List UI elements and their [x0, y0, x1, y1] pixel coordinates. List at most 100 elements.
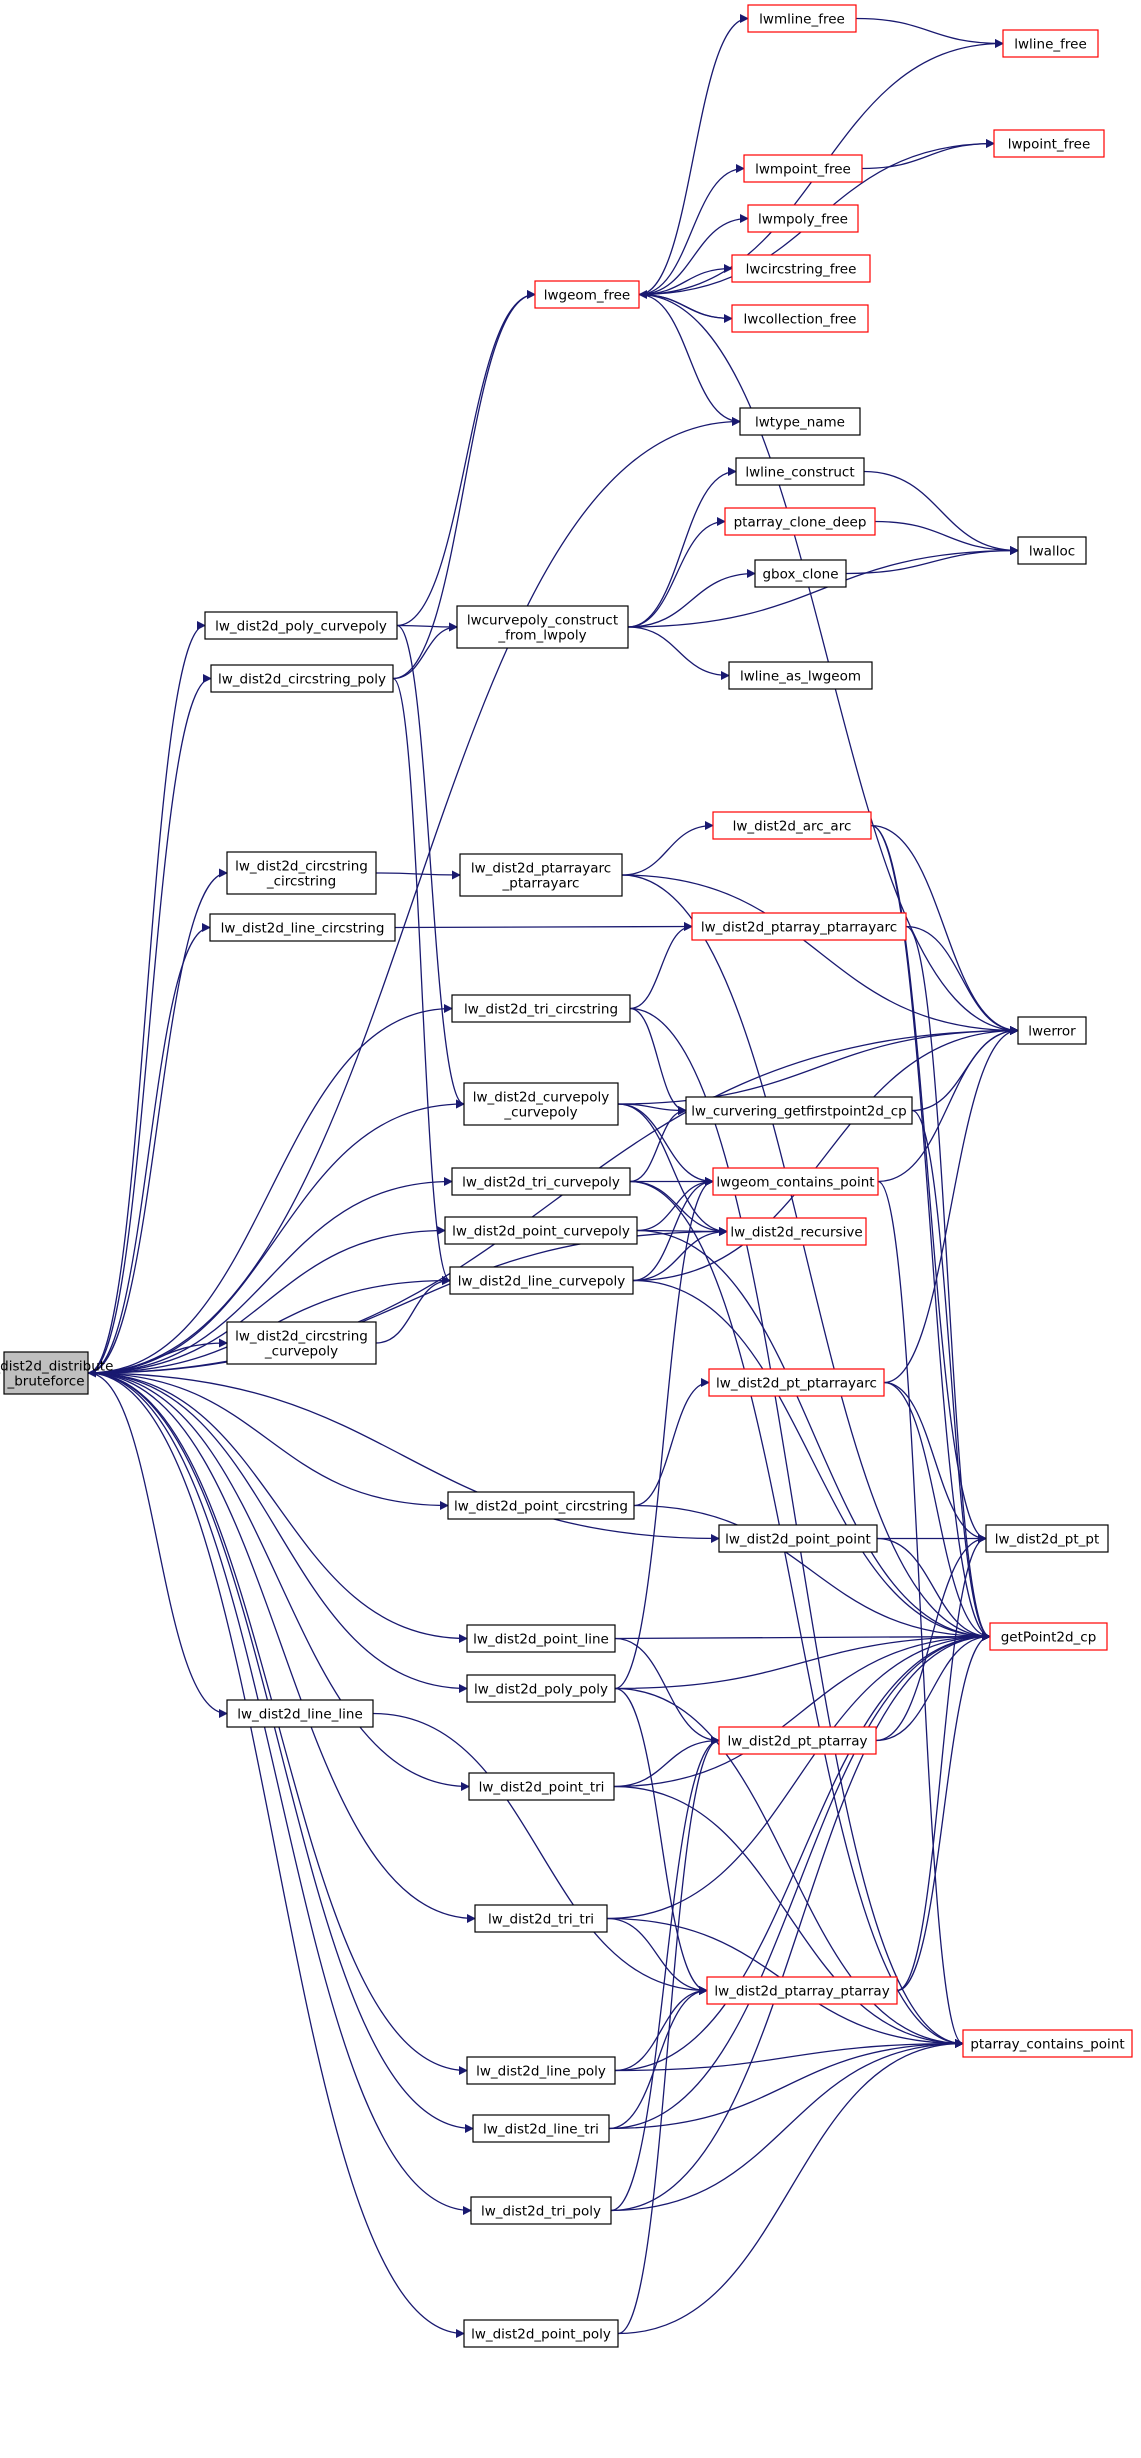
- node-label: lw_dist2d_ptarray_ptarray: [714, 1984, 889, 2000]
- node-label: _bruteforce: [6, 1374, 84, 1390]
- edge-lw_dist2d_ptarrayarc_ptarrayarc-to-lwerror: [621, 874, 1019, 1035]
- edge-lw_dist2d_circstring_poly-to-lw_dist2d_line_curvepoly: [392, 677, 451, 1285]
- node-lw_dist2d_ptarray_ptarray[interactable]: lw_dist2d_ptarray_ptarray: [706, 1976, 898, 2005]
- node-lw_dist2d_pt_ptarray[interactable]: lw_dist2d_pt_ptarray: [718, 1726, 877, 1755]
- node-lwgeom_free[interactable]: lwgeom_free: [534, 280, 640, 309]
- node-lw_dist2d_pt_pt[interactable]: lw_dist2d_pt_pt: [985, 1524, 1109, 1553]
- edge-lw_dist2d_poly_poly-to-lwgeom_contains_point: [614, 1177, 714, 1690]
- node-box: [726, 1217, 867, 1246]
- node-lwcircstring_free[interactable]: lwcircstring_free: [731, 254, 871, 283]
- node-getPoint2d_cp[interactable]: getPoint2d_cp: [989, 1622, 1108, 1651]
- node-lwmline_free[interactable]: lwmline_free: [747, 4, 857, 33]
- node-box: [754, 559, 847, 588]
- edge-lw_dist2d_tri_circstring-to-lw_dist2d_ptarray_ptarrayarc: [629, 922, 693, 1010]
- node-label: lw_dist2d_point_tri: [479, 1780, 605, 1796]
- node-lwtype_name[interactable]: lwtype_name: [739, 407, 861, 436]
- node-box: [470, 2196, 612, 2225]
- node-lwmpoint_free[interactable]: lwmpoint_free: [743, 154, 863, 183]
- node-label: lw_dist2d_tri_poly: [481, 2204, 601, 2220]
- node-lw_dist2d_line_curvepoly[interactable]: lw_dist2d_line_curvepoly: [449, 1266, 634, 1295]
- node-lwalloc[interactable]: lwalloc: [1017, 536, 1087, 565]
- edge-lw_dist2d_poly_poly-to-ptarray_contains_point: [614, 1687, 964, 2048]
- node-lw_dist2d_circstring_poly[interactable]: lw_dist2d_circstring_poly: [210, 664, 394, 693]
- node-lw_dist2d_point_point[interactable]: lw_dist2d_point_point: [718, 1524, 878, 1553]
- node-label: gbox_clone: [762, 567, 838, 583]
- node-lw_dist2d_line_poly[interactable]: lw_dist2d_line_poly: [466, 2056, 616, 2085]
- node-box: [731, 304, 869, 333]
- node-label: lw_curvering_getfirstpoint2d_cp: [691, 1104, 906, 1120]
- node-label: lw_dist2d_poly_curvepoly: [215, 619, 387, 635]
- edge-root-to-lw_dist2d_point_tri: [87, 1372, 470, 1791]
- edge-lw_curvering_getfirstpoint2d_cp-to-getPoint2d_cp: [911, 1109, 991, 1641]
- node-label: lw_dist2d_ptarray_ptarrayarc: [701, 920, 897, 936]
- node-lw_dist2d_line_line[interactable]: lw_dist2d_line_line: [226, 1699, 374, 1728]
- node-box: [451, 994, 631, 1023]
- node-lw_dist2d_tri_poly[interactable]: lw_dist2d_tri_poly: [470, 2196, 612, 2225]
- edge-lw_dist2d_point_tri-to-getPoint2d_cp: [613, 1632, 991, 1788]
- node-label: lw_dist2d_ptarrayarc: [471, 861, 611, 877]
- node-lwmpoly_free[interactable]: lwmpoly_free: [747, 204, 859, 233]
- node-box: [466, 1674, 616, 1703]
- node-lw_dist2d_point_curvepoly[interactable]: lw_dist2d_point_curvepoly: [444, 1216, 638, 1245]
- node-lw_dist2d_ptarrayarc_ptarrayarc[interactable]: lw_dist2d_ptarrayarc_ptarrayarc: [459, 853, 623, 897]
- node-gbox_clone[interactable]: gbox_clone: [754, 559, 847, 588]
- node-lw_dist2d_line_tri[interactable]: lw_dist2d_line_tri: [472, 2114, 610, 2143]
- node-lw_dist2d_circstring_circstring[interactable]: lw_dist2d_circstring_circstring: [226, 851, 377, 895]
- node-lw_dist2d_circstring_curvepoly[interactable]: lw_dist2d_circstring_curvepoly: [226, 1321, 377, 1365]
- node-lwerror[interactable]: lwerror: [1017, 1016, 1087, 1045]
- node-lw_dist2d_ptarray_ptarrayarc[interactable]: lw_dist2d_ptarray_ptarrayarc: [691, 912, 907, 941]
- node-lw_dist2d_poly_curvepoly[interactable]: lw_dist2d_poly_curvepoly: [204, 611, 398, 640]
- node-lw_dist2d_line_circstring[interactable]: lw_dist2d_line_circstring: [209, 913, 396, 942]
- edge-lwgeom_free-to-lwtype_name: [638, 293, 741, 426]
- node-lwcurvepoly_construct_from_lwpoly[interactable]: lwcurvepoly_construct_from_lwpoly: [456, 605, 629, 649]
- edge-lwgeom_contains_point-to-ptarray_contains_point: [877, 1180, 964, 2048]
- node-lwline_construct[interactable]: lwline_construct: [735, 457, 865, 486]
- edge-root-to-lw_dist2d_poly_curvepoly: [87, 621, 206, 1374]
- edge-root-to-lw_dist2d_tri_poly: [87, 1372, 472, 2215]
- edge-lw_dist2d_pt_ptarrayarc-to-lw_dist2d_pt_pt: [883, 1381, 987, 1543]
- node-box: [463, 1082, 619, 1126]
- node-lw_dist2d_point_tri[interactable]: lw_dist2d_point_tri: [468, 1772, 615, 1801]
- node-lwcollection_free[interactable]: lwcollection_free: [731, 304, 869, 333]
- edge-lw_dist2d_point_tri-to-lw_dist2d_pt_ptarray: [613, 1736, 720, 1788]
- node-lwline_as_lwgeom[interactable]: lwline_as_lwgeom: [728, 661, 873, 690]
- node-lw_dist2d_poly_poly[interactable]: lw_dist2d_poly_poly: [466, 1674, 616, 1703]
- node-box: [226, 1699, 374, 1728]
- edge-lwgeom_contains_point-to-lwerror: [877, 1026, 1019, 1183]
- edge-lw_dist2d_line_poly-to-lw_dist2d_ptarray_ptarray: [614, 1986, 708, 2072]
- node-lwline_free[interactable]: lwline_free: [1002, 29, 1099, 58]
- node-lwpoint_free[interactable]: lwpoint_free: [993, 129, 1105, 158]
- node-lwgeom_contains_point[interactable]: lwgeom_contains_point: [712, 1167, 879, 1196]
- node-ptarray_contains_point[interactable]: ptarray_contains_point: [962, 2029, 1133, 2058]
- node-lw_dist2d_tri_curvepoly[interactable]: lw_dist2d_tri_curvepoly: [451, 1167, 631, 1196]
- edge-lw_dist2d_ptarray_ptarrayarc-to-getPoint2d_cp: [905, 925, 991, 1641]
- node-lw_dist2d_point_poly[interactable]: lw_dist2d_point_poly: [463, 2319, 619, 2348]
- node-ptarray_clone_deep[interactable]: ptarray_clone_deep: [724, 507, 876, 536]
- edge-lw_dist2d_line_poly-to-getPoint2d_cp: [614, 1632, 991, 2072]
- edge-lw_dist2d_recursive-to-root: [87, 1230, 728, 1378]
- edge-lw_dist2d_tri_tri-to-lw_dist2d_ptarray_ptarray: [606, 1917, 708, 1995]
- node-box: [1002, 29, 1099, 58]
- node-label: lw_dist2d_circstring: [235, 1329, 368, 1345]
- edge-lw_dist2d_ptarrayarc_ptarrayarc-to-lw_dist2d_arc_arc: [621, 821, 714, 876]
- node-box: [712, 811, 872, 840]
- edge-root-to-lw_dist2d_poly_poly: [87, 1372, 468, 1693]
- node-lw_curvering_getfirstpoint2d_cp[interactable]: lw_curvering_getfirstpoint2d_cp: [685, 1096, 913, 1125]
- node-lw_dist2d_arc_arc[interactable]: lw_dist2d_arc_arc: [712, 811, 872, 840]
- node-lw_dist2d_curvepoly_curvepoly[interactable]: lw_dist2d_curvepoly_curvepoly: [463, 1082, 619, 1126]
- edge-root-to-lw_dist2d_line_tri: [87, 1372, 474, 2133]
- node-box: [204, 611, 398, 640]
- node-lw_dist2d_pt_ptarrayarc[interactable]: lw_dist2d_pt_ptarrayarc: [708, 1368, 885, 1397]
- node-lw_dist2d_point_circstring[interactable]: lw_dist2d_point_circstring: [447, 1491, 635, 1520]
- node-lw_dist2d_tri_tri[interactable]: lw_dist2d_tri_tri: [474, 1904, 608, 1933]
- node-lw_dist2d_recursive[interactable]: lw_dist2d_recursive: [726, 1217, 867, 1246]
- edge-lw_dist2d_ptarray_ptarray-to-getPoint2d_cp: [896, 1632, 991, 1992]
- node-label: _ptarrayarc: [502, 876, 580, 892]
- node-lw_dist2d_point_line[interactable]: lw_dist2d_point_line: [466, 1624, 616, 1653]
- node-box: [444, 1216, 638, 1245]
- node-box: [985, 1524, 1109, 1553]
- node-lw_dist2d_tri_circstring[interactable]: lw_dist2d_tri_circstring: [451, 994, 631, 1023]
- node-box: [691, 912, 907, 941]
- node-box: [472, 2114, 610, 2143]
- node-box: [728, 661, 873, 690]
